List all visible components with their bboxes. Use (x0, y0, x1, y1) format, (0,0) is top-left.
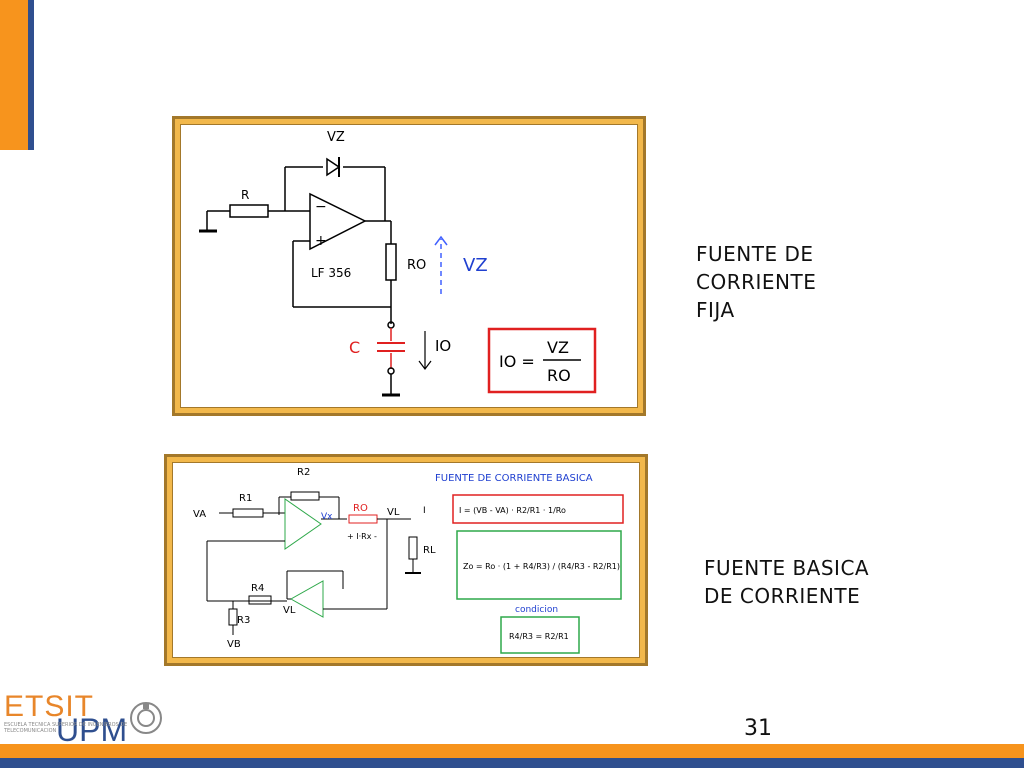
io-label: IO (435, 337, 451, 355)
caption-fija: FUENTE DE CORRIENTE FIJA (696, 242, 817, 322)
svg-text:+: + (315, 233, 327, 249)
ro2-label: RO (353, 503, 368, 514)
logo-small-text: ESCUELA TECNICA SUPERIOR DE INGENIEROS D… (4, 722, 128, 734)
formula-den: RO (547, 366, 571, 385)
footer-orange-bar (0, 744, 1024, 758)
vx-label: Vx (321, 512, 333, 522)
rl-label: RL (423, 545, 436, 556)
va-label: VA (193, 509, 206, 520)
logo-etsit: ETSIT (4, 690, 95, 723)
condicion-label: condicion (515, 605, 558, 615)
circuit-basica-frame: FUENTE DE CORRIENTE BASICA (164, 454, 648, 666)
vb-label: VB (227, 639, 241, 650)
side-accent-line (28, 0, 34, 150)
circuit-fija-frame: VZ R − + LF 356 RO VZ C IO IO = VZ RO (172, 116, 646, 416)
formula-num: VZ (547, 338, 569, 357)
circuit2-title: FUENTE DE CORRIENTE BASICA (435, 473, 593, 484)
logo-upm: UPM (56, 712, 128, 748)
eq1: I = (VB - VA) · R2/R1 · 1/Ro (459, 506, 566, 515)
i-label: I (423, 506, 426, 516)
page-number: 31 (744, 716, 772, 741)
eq2: Zo = Ro · (1 + R4/R3) / (R4/R3 - R2/R1) (463, 562, 620, 571)
footer-blue-bar (0, 758, 1024, 768)
eq3: R4/R3 = R2/R1 (509, 632, 569, 641)
circuit-fija-diagram: VZ R − + LF 356 RO VZ C IO IO = VZ RO (199, 130, 597, 397)
r3-label: R3 (237, 615, 250, 626)
ro-label: RO (407, 258, 426, 273)
svg-text:−: − (315, 199, 327, 215)
circuit-basica-diagram: FUENTE DE CORRIENTE BASICA (193, 467, 624, 654)
r1-label: R1 (239, 493, 252, 504)
seal-icon (130, 702, 162, 734)
vl-label: VL (387, 507, 400, 518)
irx-label: + I·Rx - (347, 532, 377, 541)
r-label: R (241, 188, 249, 202)
formula-lhs: IO = (499, 352, 535, 371)
c-label: C (349, 338, 360, 357)
vz-arrow-label: VZ (463, 255, 488, 276)
caption-basica: FUENTE BASICA DE CORRIENTE (704, 556, 870, 608)
r2-label: R2 (297, 467, 310, 478)
r4-label: R4 (251, 583, 264, 594)
vz-top-label: VZ (327, 130, 345, 145)
vl2-label: VL (283, 605, 296, 616)
opamp-label: LF 356 (311, 266, 351, 280)
side-accent-bar (0, 0, 28, 150)
